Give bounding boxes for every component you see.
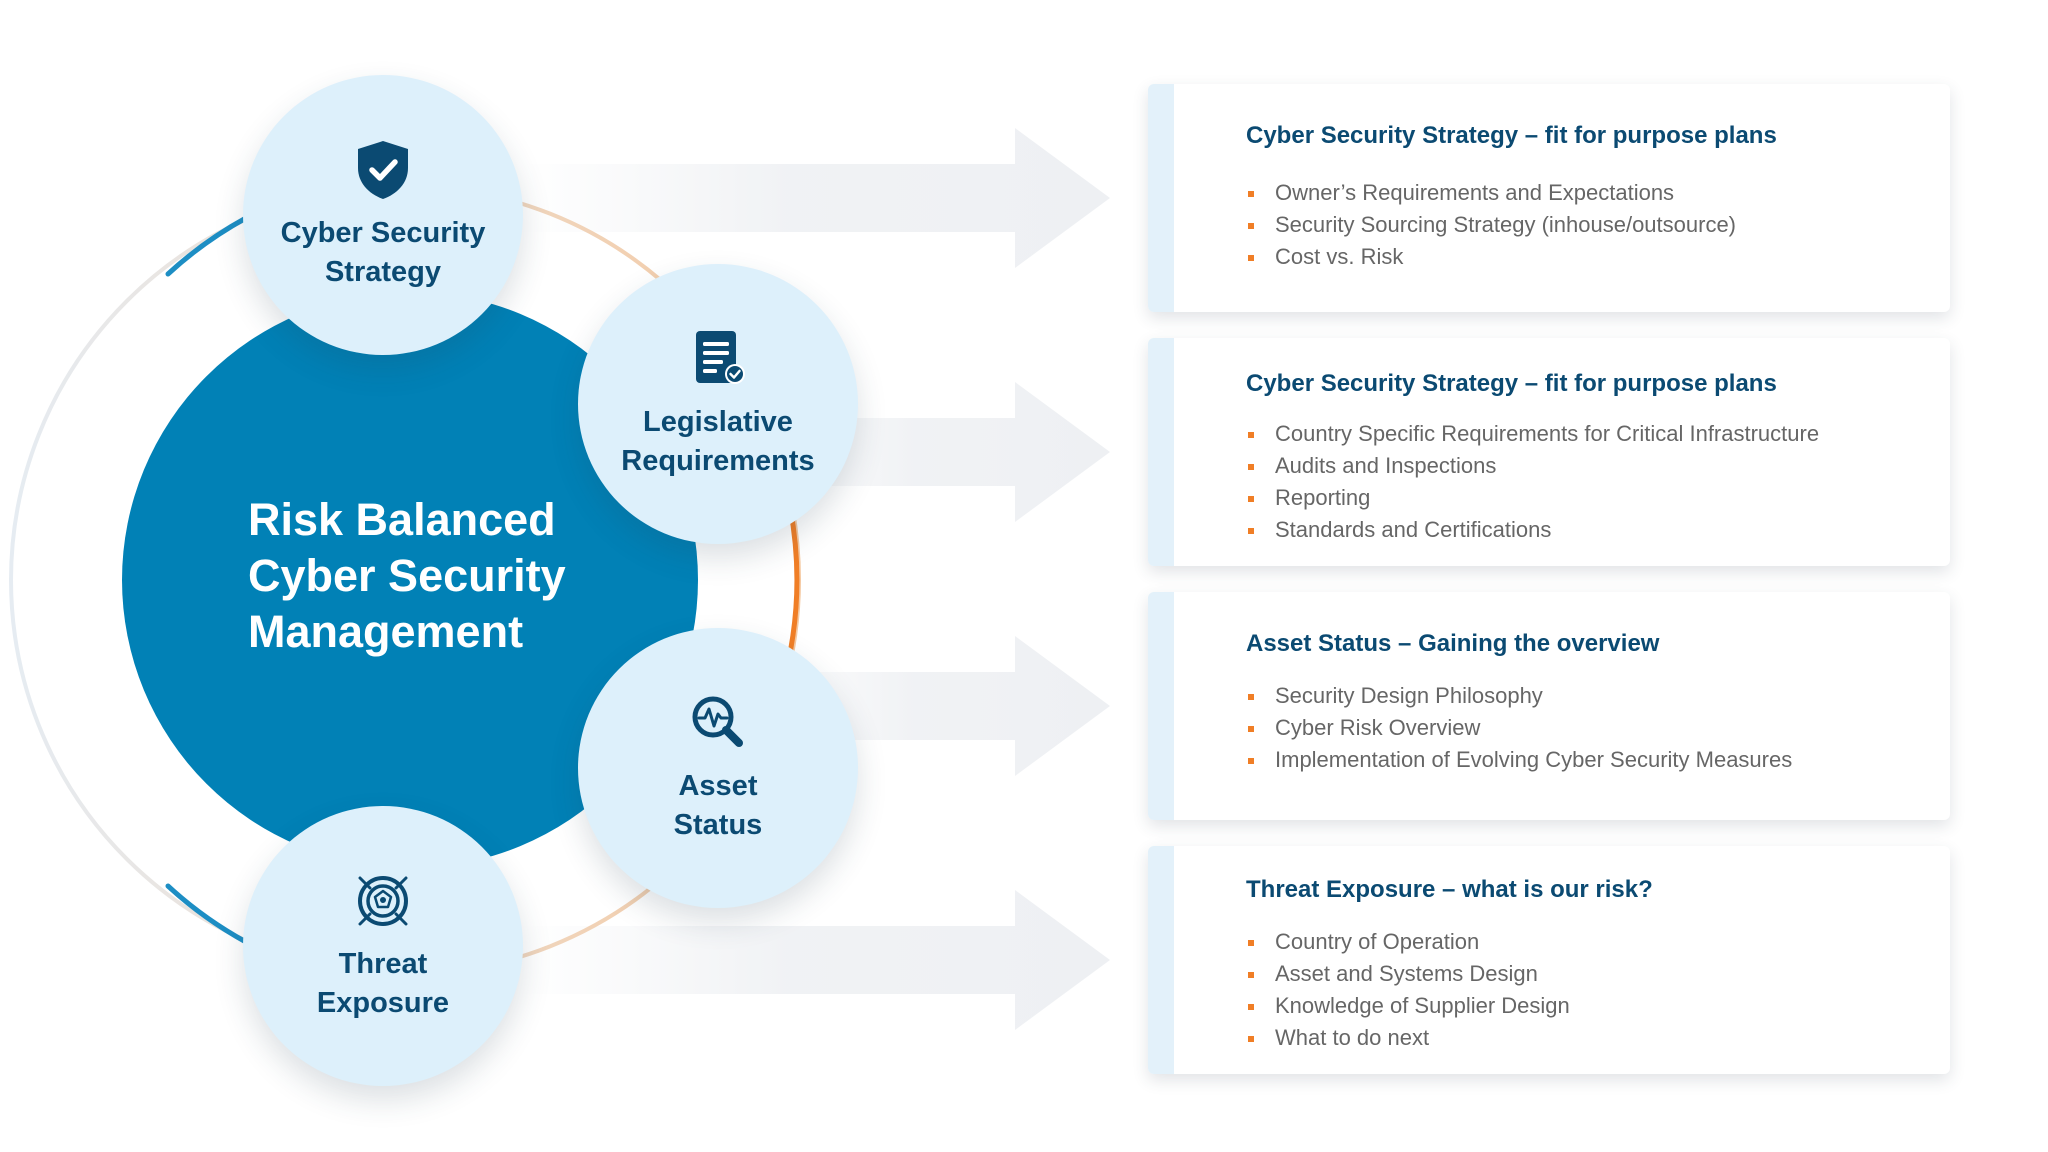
card-bullet-item: Standards and Certifications	[1246, 514, 1819, 546]
card-bullet-item: Security Design Philosophy	[1246, 680, 1792, 712]
document-check-icon	[696, 331, 745, 384]
card-bullet-item: Owner’s Requirements and Expectations	[1246, 177, 1736, 209]
center-title-line: Management	[248, 606, 524, 657]
center-title-line: Risk Balanced	[248, 494, 556, 545]
node-label-line: Exposure	[316, 987, 450, 1019]
node-label: Legislative Requirements	[621, 403, 814, 481]
center-title-line: Cyber Security	[248, 550, 566, 601]
arrow-3	[750, 636, 1110, 776]
info-card-asset-status: Asset Status – Gaining the overview Secu…	[1148, 592, 1950, 820]
node-label-line: Threat	[338, 948, 428, 980]
node-label-line: Strategy	[324, 256, 442, 288]
node-label: Threat Exposure	[317, 945, 449, 1023]
node-label-line: Requirements	[621, 445, 815, 477]
info-card-legislative-requirements: Cyber Security Strategy – fit for purpos…	[1148, 338, 1950, 566]
card-bullet-item: Audits and Inspections	[1246, 450, 1819, 482]
card-bullet-item: Knowledge of Supplier Design	[1246, 990, 1570, 1022]
node-label-line: Legislative	[643, 406, 793, 438]
center-disc	[122, 292, 698, 868]
card-bullet-list: Security Design Philosophy Cyber Risk Ov…	[1246, 680, 1792, 776]
node-label-line: Asset	[678, 770, 758, 802]
card-bullet-item: Asset and Systems Design	[1246, 958, 1570, 990]
arrow-1	[520, 128, 1110, 268]
card-title: Threat Exposure – what is our risk?	[1246, 876, 1653, 903]
magnifier-pulse-icon	[692, 696, 743, 747]
node-label: Cyber Security Strategy	[281, 214, 486, 292]
node-label-line: Status	[673, 809, 763, 841]
arrow-2	[750, 382, 1110, 522]
card-title: Cyber Security Strategy – fit for purpos…	[1246, 370, 1777, 397]
card-bullet-item: Country of Operation	[1246, 926, 1570, 958]
info-card-cyber-security-strategy: Cyber Security Strategy – fit for purpos…	[1148, 84, 1950, 312]
target-crosshair-icon	[358, 876, 408, 926]
node-legislative-requirements: Legislative Requirements	[578, 264, 858, 544]
node-asset-status: Asset Status	[578, 628, 858, 908]
shield-check-icon	[358, 141, 408, 199]
outer-ring-accent-bottom-left	[165, 883, 249, 945]
card-bullet-list: Owner’s Requirements and Expectations Se…	[1246, 177, 1736, 273]
card-bullet-list: Country Specific Requirements for Critic…	[1246, 418, 1819, 546]
card-title: Cyber Security Strategy – fit for purpos…	[1246, 122, 1777, 149]
node-threat-exposure: Threat Exposure	[243, 806, 523, 1086]
card-bullet-item: Reporting	[1246, 482, 1819, 514]
node-cyber-security-strategy: Cyber Security Strategy	[243, 75, 523, 355]
card-bullet-item: Cyber Risk Overview	[1246, 712, 1792, 744]
card-bullet-item: Cost vs. Risk	[1246, 241, 1736, 273]
card-bullet-item: Country Specific Requirements for Critic…	[1246, 418, 1819, 450]
outer-ring-accent-top-left	[165, 215, 249, 277]
card-bullet-list: Country of Operation Asset and Systems D…	[1246, 926, 1570, 1054]
card-title: Asset Status – Gaining the overview	[1246, 630, 1660, 657]
node-label: Asset Status	[674, 767, 763, 845]
node-label-line: Cyber Security	[280, 217, 486, 249]
info-card-threat-exposure: Threat Exposure – what is our risk? Coun…	[1148, 846, 1950, 1074]
card-bullet-item: Implementation of Evolving Cyber Securit…	[1246, 744, 1792, 776]
arrow-4	[520, 890, 1110, 1030]
card-bullet-item: Security Sourcing Strategy (inhouse/outs…	[1246, 209, 1736, 241]
center-title: Risk Balanced Cyber Security Management	[248, 492, 628, 660]
card-bullet-item: What to do next	[1246, 1022, 1570, 1054]
